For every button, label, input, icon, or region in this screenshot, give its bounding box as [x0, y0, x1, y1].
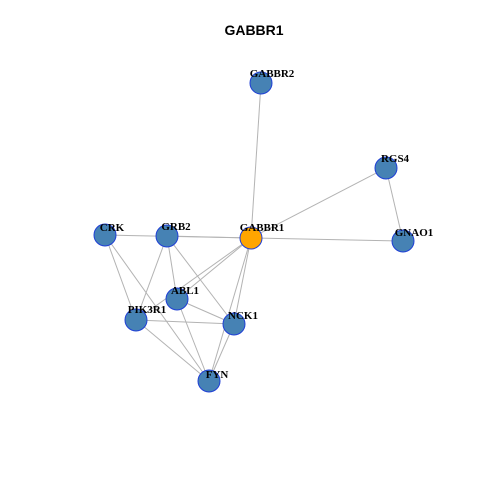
edge-abl1-fyn [176, 298, 210, 382]
node-rgs4 [374, 156, 398, 180]
node-grb2 [155, 224, 179, 248]
node-label-abl1: ABL1 [171, 285, 199, 297]
edge-grb2-nck1 [166, 235, 235, 325]
edge-pik3r1-nck1 [135, 319, 235, 325]
edge-gabbr1-pik3r1 [135, 237, 252, 321]
node-nck1 [222, 312, 246, 336]
edge-gabbr1-gnao1 [250, 237, 404, 242]
node-abl1 [165, 287, 189, 311]
node-label-fyn: FYN [206, 369, 229, 381]
edge-rgs4-gabbr1 [250, 167, 387, 239]
edge-rgs4-gnao1 [385, 167, 404, 242]
node-fyn [197, 369, 221, 393]
node-gabbr2 [249, 71, 273, 95]
node-gnao1 [391, 229, 415, 253]
node-layer [93, 71, 415, 393]
node-crk [93, 223, 117, 247]
edge-gabbr1-fyn [208, 237, 252, 382]
node-label-gabbr2: GABBR2 [250, 68, 295, 80]
edge-pik3r1-fyn [135, 319, 210, 382]
edge-crk-pik3r1 [104, 234, 137, 321]
diagram-title: GABBR1 [224, 22, 283, 38]
edge-gabbr1-abl1 [176, 237, 252, 300]
edge-grb2-pik3r1 [135, 235, 168, 321]
node-label-nck1: NCK1 [228, 310, 258, 322]
edge-gabbr2-gabbr1 [250, 82, 262, 239]
edge-grb2-gabbr1 [166, 235, 252, 239]
node-label-gabbr1: GABBR1 [240, 222, 285, 234]
node-label-rgs4: RGS4 [381, 153, 410, 165]
node-label-gnao1: GNAO1 [395, 227, 434, 239]
edge-gabbr1-nck1 [233, 237, 252, 325]
node-label-crk: CRK [100, 222, 125, 234]
edge-crk-fyn [104, 234, 210, 382]
node-gabbr1 [239, 226, 263, 250]
node-label-pik3r1: PIK3R1 [128, 304, 167, 316]
node-pik3r1 [124, 308, 148, 332]
node-label-grb2: GRB2 [161, 221, 191, 233]
